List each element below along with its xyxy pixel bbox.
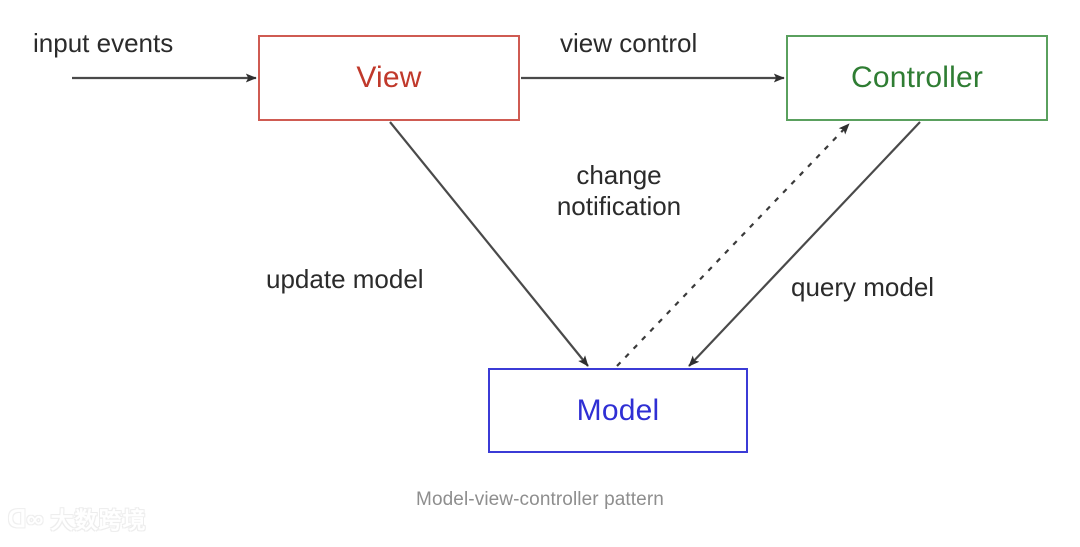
node-controller[interactable]: Controller <box>786 35 1048 121</box>
node-view[interactable]: View <box>258 35 520 121</box>
diagram-caption: Model-view-controller pattern <box>416 489 664 510</box>
edge-label-view-control: view control <box>560 28 698 58</box>
edge-query-model <box>688 121 921 367</box>
edge-label-change-notification: change notification <box>556 160 682 221</box>
edge-change-notification <box>616 123 850 367</box>
node-view-label: View <box>356 61 422 94</box>
edge-label-input-events: input events <box>33 28 174 58</box>
edge-label-update-model: update model <box>266 264 424 294</box>
node-controller-label: Controller <box>850 61 984 94</box>
edge-update-model <box>389 121 589 367</box>
edge-label-query-model: query model <box>791 272 935 302</box>
node-model[interactable]: Model <box>488 368 748 453</box>
node-model-label: Model <box>576 393 660 427</box>
